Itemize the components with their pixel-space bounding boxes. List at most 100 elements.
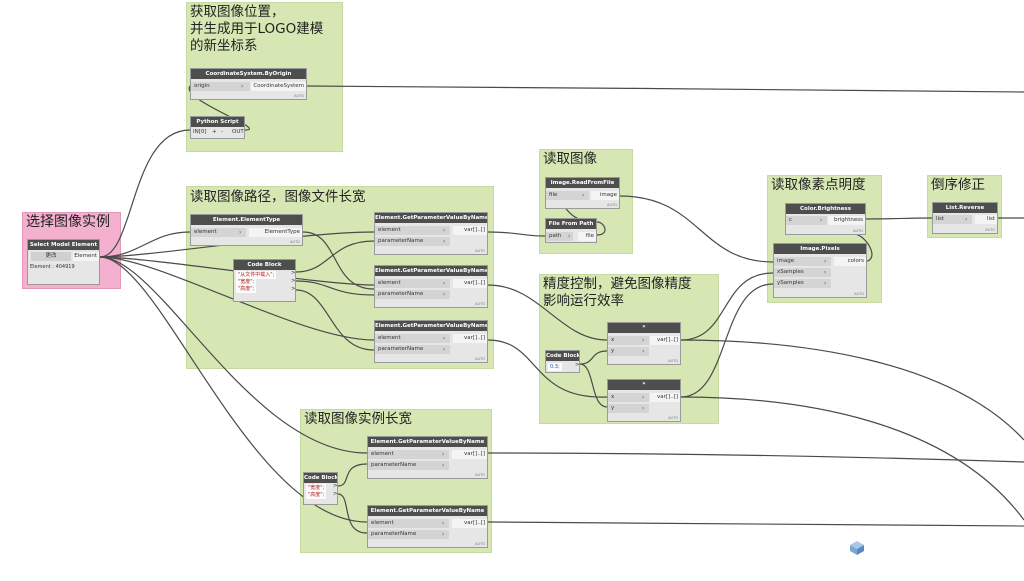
lacing-label: AUTO	[475, 542, 485, 546]
code-line[interactable]: "高度";	[236, 285, 257, 293]
node-title: Code Block	[304, 473, 337, 483]
output-port-brightness[interactable]: brightness	[828, 216, 865, 225]
input-port-element[interactable]: element	[191, 228, 246, 237]
node-get-parameter-value-4[interactable]: Element.GetParameterValueByName element …	[367, 436, 488, 479]
output-port-var[interactable]: var[]..[]	[453, 279, 487, 288]
input-port-element[interactable]: element	[375, 334, 450, 343]
lacing-label: AUTO	[985, 228, 995, 232]
node-code-block-instance[interactable]: Code Block "宽度"; "高度"; > >	[303, 472, 338, 505]
output-port-var[interactable]: var[]..[]	[453, 226, 487, 235]
output-port-var[interactable]: var[]..[]	[452, 450, 487, 459]
add-port-button[interactable]: +	[212, 129, 217, 135]
code-line[interactable]: 0.3;	[548, 363, 562, 371]
output-port-colors[interactable]: colors	[834, 257, 866, 266]
node-file-from-path[interactable]: File From Path path › file	[545, 218, 597, 243]
node-title: Python Script	[191, 117, 244, 127]
code-line[interactable]: "高度";	[306, 491, 327, 499]
input-port-path[interactable]: path	[546, 232, 573, 241]
node-get-parameter-value-1[interactable]: Element.GetParameterValueByName element …	[374, 212, 488, 255]
input-port-list[interactable]: list	[933, 215, 972, 224]
output-port-var[interactable]: var[]..[]	[650, 336, 680, 345]
code-line[interactable]: "宽度";	[306, 484, 327, 492]
group-title: 精度控制，避免图像精度 影响运行效率	[543, 276, 692, 309]
output-port-var[interactable]: var[]..[]	[452, 519, 487, 528]
node-title: Element.GetParameterValueByName	[375, 266, 487, 276]
lacing-label: AUTO	[294, 94, 304, 98]
cube-icon	[850, 541, 864, 555]
remove-port-button[interactable]: -	[221, 129, 223, 135]
input-port-y[interactable]: y	[608, 404, 649, 413]
output-port-image[interactable]: image	[591, 191, 619, 200]
node-coordinate-system-by-origin[interactable]: CoordinateSystem.ByOrigin origin › Coord…	[190, 68, 307, 100]
output-port-element-type[interactable]: ElementType	[249, 228, 302, 237]
output-port[interactable]: >	[333, 491, 338, 497]
output-port-var[interactable]: var[]..[]	[453, 334, 487, 343]
input-port-x[interactable]: x	[608, 393, 649, 402]
node-image-pixels[interactable]: Image.Pixels image › xSamples › ySamples…	[773, 243, 867, 298]
code-line[interactable]: "宽度";	[236, 278, 257, 286]
port-chevron-icon: ›	[443, 346, 446, 353]
input-port-c[interactable]: c	[786, 216, 827, 225]
port-chevron-icon: ›	[443, 280, 446, 287]
output-port-element[interactable]: Element	[73, 252, 99, 261]
output-port[interactable]: >	[291, 286, 296, 292]
input-port-file[interactable]: file	[546, 191, 589, 200]
node-python-script[interactable]: Python Script IN[0] + - OUT	[190, 116, 245, 139]
output-port-file[interactable]: file	[578, 232, 596, 241]
node-title: Code Block	[234, 260, 295, 270]
node-get-parameter-value-2[interactable]: Element.GetParameterValueByName element …	[374, 265, 488, 308]
node-title: *	[608, 323, 680, 333]
code-line[interactable]: "从文件中载入";	[236, 271, 277, 279]
port-chevron-icon: ›	[568, 233, 571, 240]
lacing-label: AUTO	[475, 357, 485, 361]
output-port-coordinate-system[interactable]: CoordinateSystem	[251, 82, 306, 91]
node-get-parameter-value-5[interactable]: Element.GetParameterValueByName element …	[367, 505, 488, 548]
output-port-list[interactable]: list	[975, 215, 997, 224]
node-element-element-type[interactable]: Element.ElementType element › ElementTyp…	[190, 214, 303, 246]
input-port-x-samples[interactable]: xSamples	[774, 268, 831, 277]
port-chevron-icon: ›	[241, 83, 244, 90]
node-title: Code Block	[546, 351, 579, 361]
node-get-parameter-value-3[interactable]: Element.GetParameterValueByName element …	[374, 320, 488, 363]
input-port-y-samples[interactable]: ySamples	[774, 279, 831, 288]
node-title: Element.GetParameterValueByName	[375, 213, 487, 223]
input-port-element[interactable]: element	[375, 226, 450, 235]
input-port-element[interactable]: element	[368, 450, 449, 459]
node-title: Element.ElementType	[191, 215, 302, 225]
port-chevron-icon: ›	[642, 405, 645, 412]
output-port[interactable]: >	[333, 483, 338, 489]
output-port-out[interactable]: OUT	[232, 129, 244, 135]
port-chevron-icon: ›	[824, 280, 827, 287]
output-port[interactable]: >	[291, 278, 296, 284]
node-select-model-element[interactable]: Select Model Element 更改 Element Element …	[27, 239, 100, 285]
node-title: Image.Pixels	[774, 244, 866, 254]
group-title: 读取像素点明度	[771, 177, 866, 193]
input-port-x[interactable]: x	[608, 336, 649, 345]
input-port-parameter-name[interactable]: parameterName	[375, 237, 450, 246]
output-port[interactable]: >	[291, 270, 296, 276]
input-port-element[interactable]: element	[375, 279, 450, 288]
node-multiply-2[interactable]: * x › y › var[]..[] AUTO	[607, 379, 681, 422]
output-port[interactable]: >	[575, 362, 580, 368]
port-chevron-icon: ›	[443, 291, 446, 298]
input-port-y[interactable]: y	[608, 347, 649, 356]
node-list-reverse[interactable]: List.Reverse list › list AUTO	[932, 202, 998, 234]
node-image-read-from-file[interactable]: Image.ReadFromFile file › image AUTO	[545, 177, 620, 209]
input-port-image[interactable]: image	[774, 257, 831, 266]
input-port-parameter-name[interactable]: parameterName	[375, 290, 450, 299]
node-color-brightness[interactable]: Color.Brightness c › brightness AUTO	[785, 203, 866, 235]
input-port-parameter-name[interactable]: parameterName	[375, 345, 450, 354]
input-port-origin[interactable]: origin	[191, 82, 250, 91]
node-code-block-precision[interactable]: Code Block 0.3; >	[545, 350, 580, 373]
input-port-parameter-name[interactable]: parameterName	[368, 461, 449, 470]
group-title: 读取图像	[543, 151, 597, 167]
node-multiply-1[interactable]: * x › y › var[]..[] AUTO	[607, 322, 681, 365]
node-code-block-params[interactable]: Code Block "从文件中载入"; "宽度"; "高度"; > > >	[233, 259, 296, 302]
input-port-element[interactable]: element	[368, 519, 449, 528]
output-port-var[interactable]: var[]..[]	[650, 393, 680, 402]
input-port-parameter-name[interactable]: parameterName	[368, 530, 449, 539]
change-selection-button[interactable]: 更改	[31, 252, 71, 261]
input-port-in0[interactable]: IN[0]	[193, 129, 207, 135]
port-chevron-icon: ›	[642, 348, 645, 355]
